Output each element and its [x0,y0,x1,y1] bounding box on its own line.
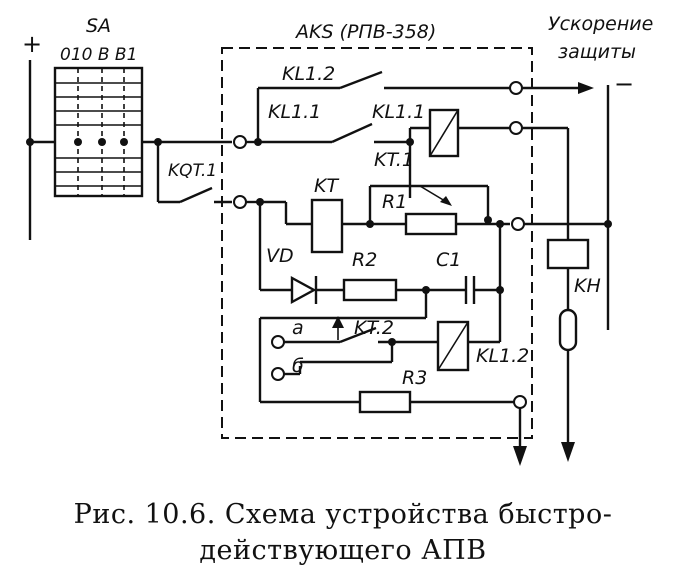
vd-label: VD [266,245,294,267]
kt2-label: KT.2 [354,317,394,339]
r3-branch [358,390,527,466]
kl11-contact-label: KL1.1 [268,101,321,123]
b-label: б [292,355,304,377]
kl12-top-label: KL1.2 [282,63,335,85]
accel-label-line1: Ускорение [548,13,653,35]
minus-label: − [614,70,634,98]
kqt1-label: KQT.1 [168,161,217,181]
kl11-coil-label: KL1.1 [372,101,425,123]
terminal-left-bottom [233,195,247,209]
a-label: a [292,317,304,339]
kt1-label: KT.1 [374,149,414,171]
sa-label: SA [86,15,111,37]
plus-label: + [22,30,42,58]
r2-label: R2 [352,249,377,271]
sa-switch [53,66,144,198]
kt2-kl12-branch [258,316,500,404]
aks-label: AKS (РПВ-358) [294,21,436,43]
kt-label: KT [314,175,339,197]
aks-relay-box [221,47,533,439]
kh-label: KH [574,275,601,297]
sa-positions-label: 010 B B1 [60,45,137,65]
vd-r2-c1-branch [258,275,504,342]
sa-output-wiring [142,138,232,204]
terminal-left-top [233,135,247,149]
figure-caption-line2: действующего АПВ [199,535,487,566]
r1-label: R1 [382,191,407,213]
kh-relay [546,238,590,462]
circuit-diagram: + − SA 010 B B1 KQT.1 AKS (РПВ-358) [22,13,653,466]
figure-caption-line1: Рис. 10.6. Схема устройства быстро- [73,499,613,530]
c1-label: C1 [436,249,461,271]
kl11-branch [258,108,570,240]
plus-rail [26,60,55,240]
accel-label-line2: защиты [558,41,636,63]
r3-label: R3 [402,367,427,389]
kl12-top-contact-branch [246,70,594,146]
kt-r1-branch [246,184,612,342]
kl12-coil-label: KL1.2 [476,345,529,367]
